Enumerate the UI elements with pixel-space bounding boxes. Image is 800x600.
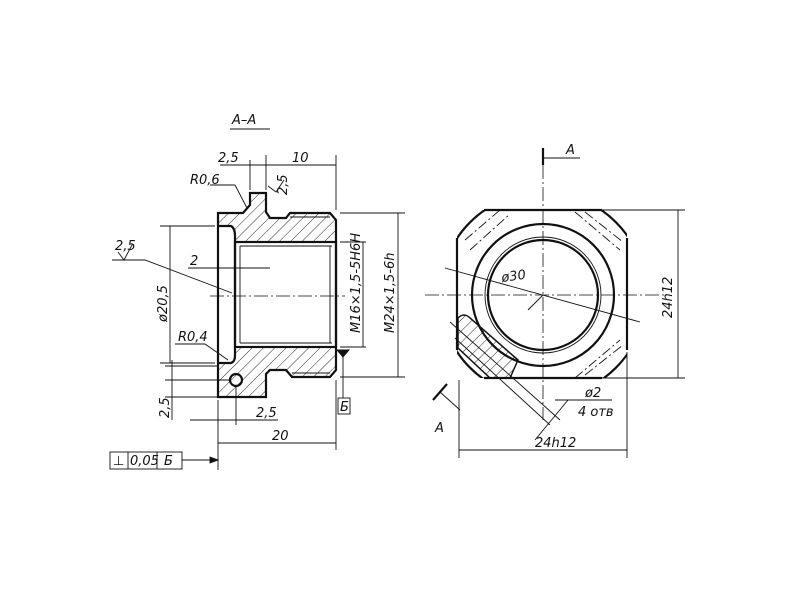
dim-collar-width: 2,5 <box>218 151 239 166</box>
end-view: ø30 24h12 24h12 ø2 4 отв A A <box>425 143 685 458</box>
dimension-lines <box>112 155 405 470</box>
bore <box>233 240 338 349</box>
dim-bore-diameter: ø20,5 <box>156 285 171 323</box>
leader <box>527 294 544 311</box>
sectioned-hole <box>457 314 519 379</box>
dim-flats-horizontal: 24h12 <box>535 436 576 451</box>
dim-hole-diameter: ø2 <box>584 386 601 401</box>
dim-hole-offset-vertical: 2,5 <box>158 397 173 418</box>
roughness-top: 2,5 <box>276 174 291 195</box>
hole-count: 4 отв <box>578 405 614 420</box>
dim-flats-vertical: 24h12 <box>661 277 676 318</box>
dim-diameter: ø30 <box>499 268 526 286</box>
lower-wall-hatch <box>218 347 336 397</box>
section-title: A–A <box>231 113 256 128</box>
section-label-top: A <box>565 143 575 158</box>
tolerance-frame: ⊥ 0,05 Б <box>109 451 183 470</box>
dim-hole-offset-horizontal: 2,5 <box>256 406 277 421</box>
dim-outer-thread: M24×1,5-6h <box>383 252 398 333</box>
dim-overall-length: 20 <box>272 429 289 444</box>
hidden-holes <box>464 209 624 379</box>
dim-recess-depth: 2 <box>190 254 198 269</box>
tolerance-value: 0,05 <box>130 454 159 469</box>
dim-radius-top: R0,6 <box>190 173 220 188</box>
hole-axis <box>449 321 561 421</box>
dim-radius-bottom: R0,4 <box>178 330 208 345</box>
upper-wall-hatch <box>218 193 336 242</box>
datum-box <box>337 397 351 415</box>
dim-inner-thread: M16×1,5-5H6H <box>349 233 364 333</box>
part-outline <box>216 191 338 399</box>
section-label-bottom: A <box>434 421 444 436</box>
dim-thread-length: 10 <box>292 151 309 166</box>
roughness-left: 2,5 <box>115 239 136 254</box>
counterbore <box>218 224 237 365</box>
hole-axis <box>454 337 551 426</box>
perpendicularity-symbol: ⊥ <box>113 454 124 469</box>
section-view: A–A <box>109 113 405 470</box>
tolerance-datum: Б <box>164 454 173 469</box>
datum-label: Б <box>340 400 349 415</box>
